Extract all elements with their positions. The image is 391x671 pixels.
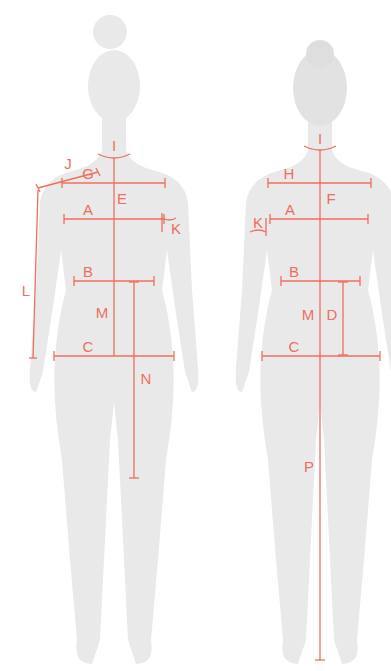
measure-letter: K bbox=[253, 215, 263, 230]
measure-letter: H bbox=[284, 166, 295, 181]
measure-letter: N bbox=[141, 371, 152, 386]
measure-letter: K bbox=[171, 221, 181, 236]
measure-letter: B bbox=[83, 264, 93, 279]
measure-letter: A bbox=[285, 202, 295, 217]
measure-letter: A bbox=[83, 202, 93, 217]
measure-letter: D bbox=[327, 307, 338, 322]
measure-letter: C bbox=[289, 339, 300, 354]
measure-letter: B bbox=[289, 264, 299, 279]
measure-letter: I bbox=[112, 138, 116, 153]
measure-letter: M bbox=[302, 307, 315, 322]
measure-letter: C bbox=[83, 339, 94, 354]
measure-letter: I bbox=[318, 131, 322, 146]
measure-letter: P bbox=[304, 459, 314, 474]
back-figure bbox=[236, 40, 391, 664]
measure-letter: G bbox=[82, 166, 94, 181]
front-figure bbox=[30, 15, 199, 664]
measure-lines bbox=[29, 146, 380, 660]
measure-letter: E bbox=[117, 191, 127, 206]
measure-letter: F bbox=[326, 191, 335, 206]
measure-letter: J bbox=[64, 156, 72, 171]
measure-letter: L bbox=[22, 283, 30, 298]
measure-letter: M bbox=[96, 305, 109, 320]
